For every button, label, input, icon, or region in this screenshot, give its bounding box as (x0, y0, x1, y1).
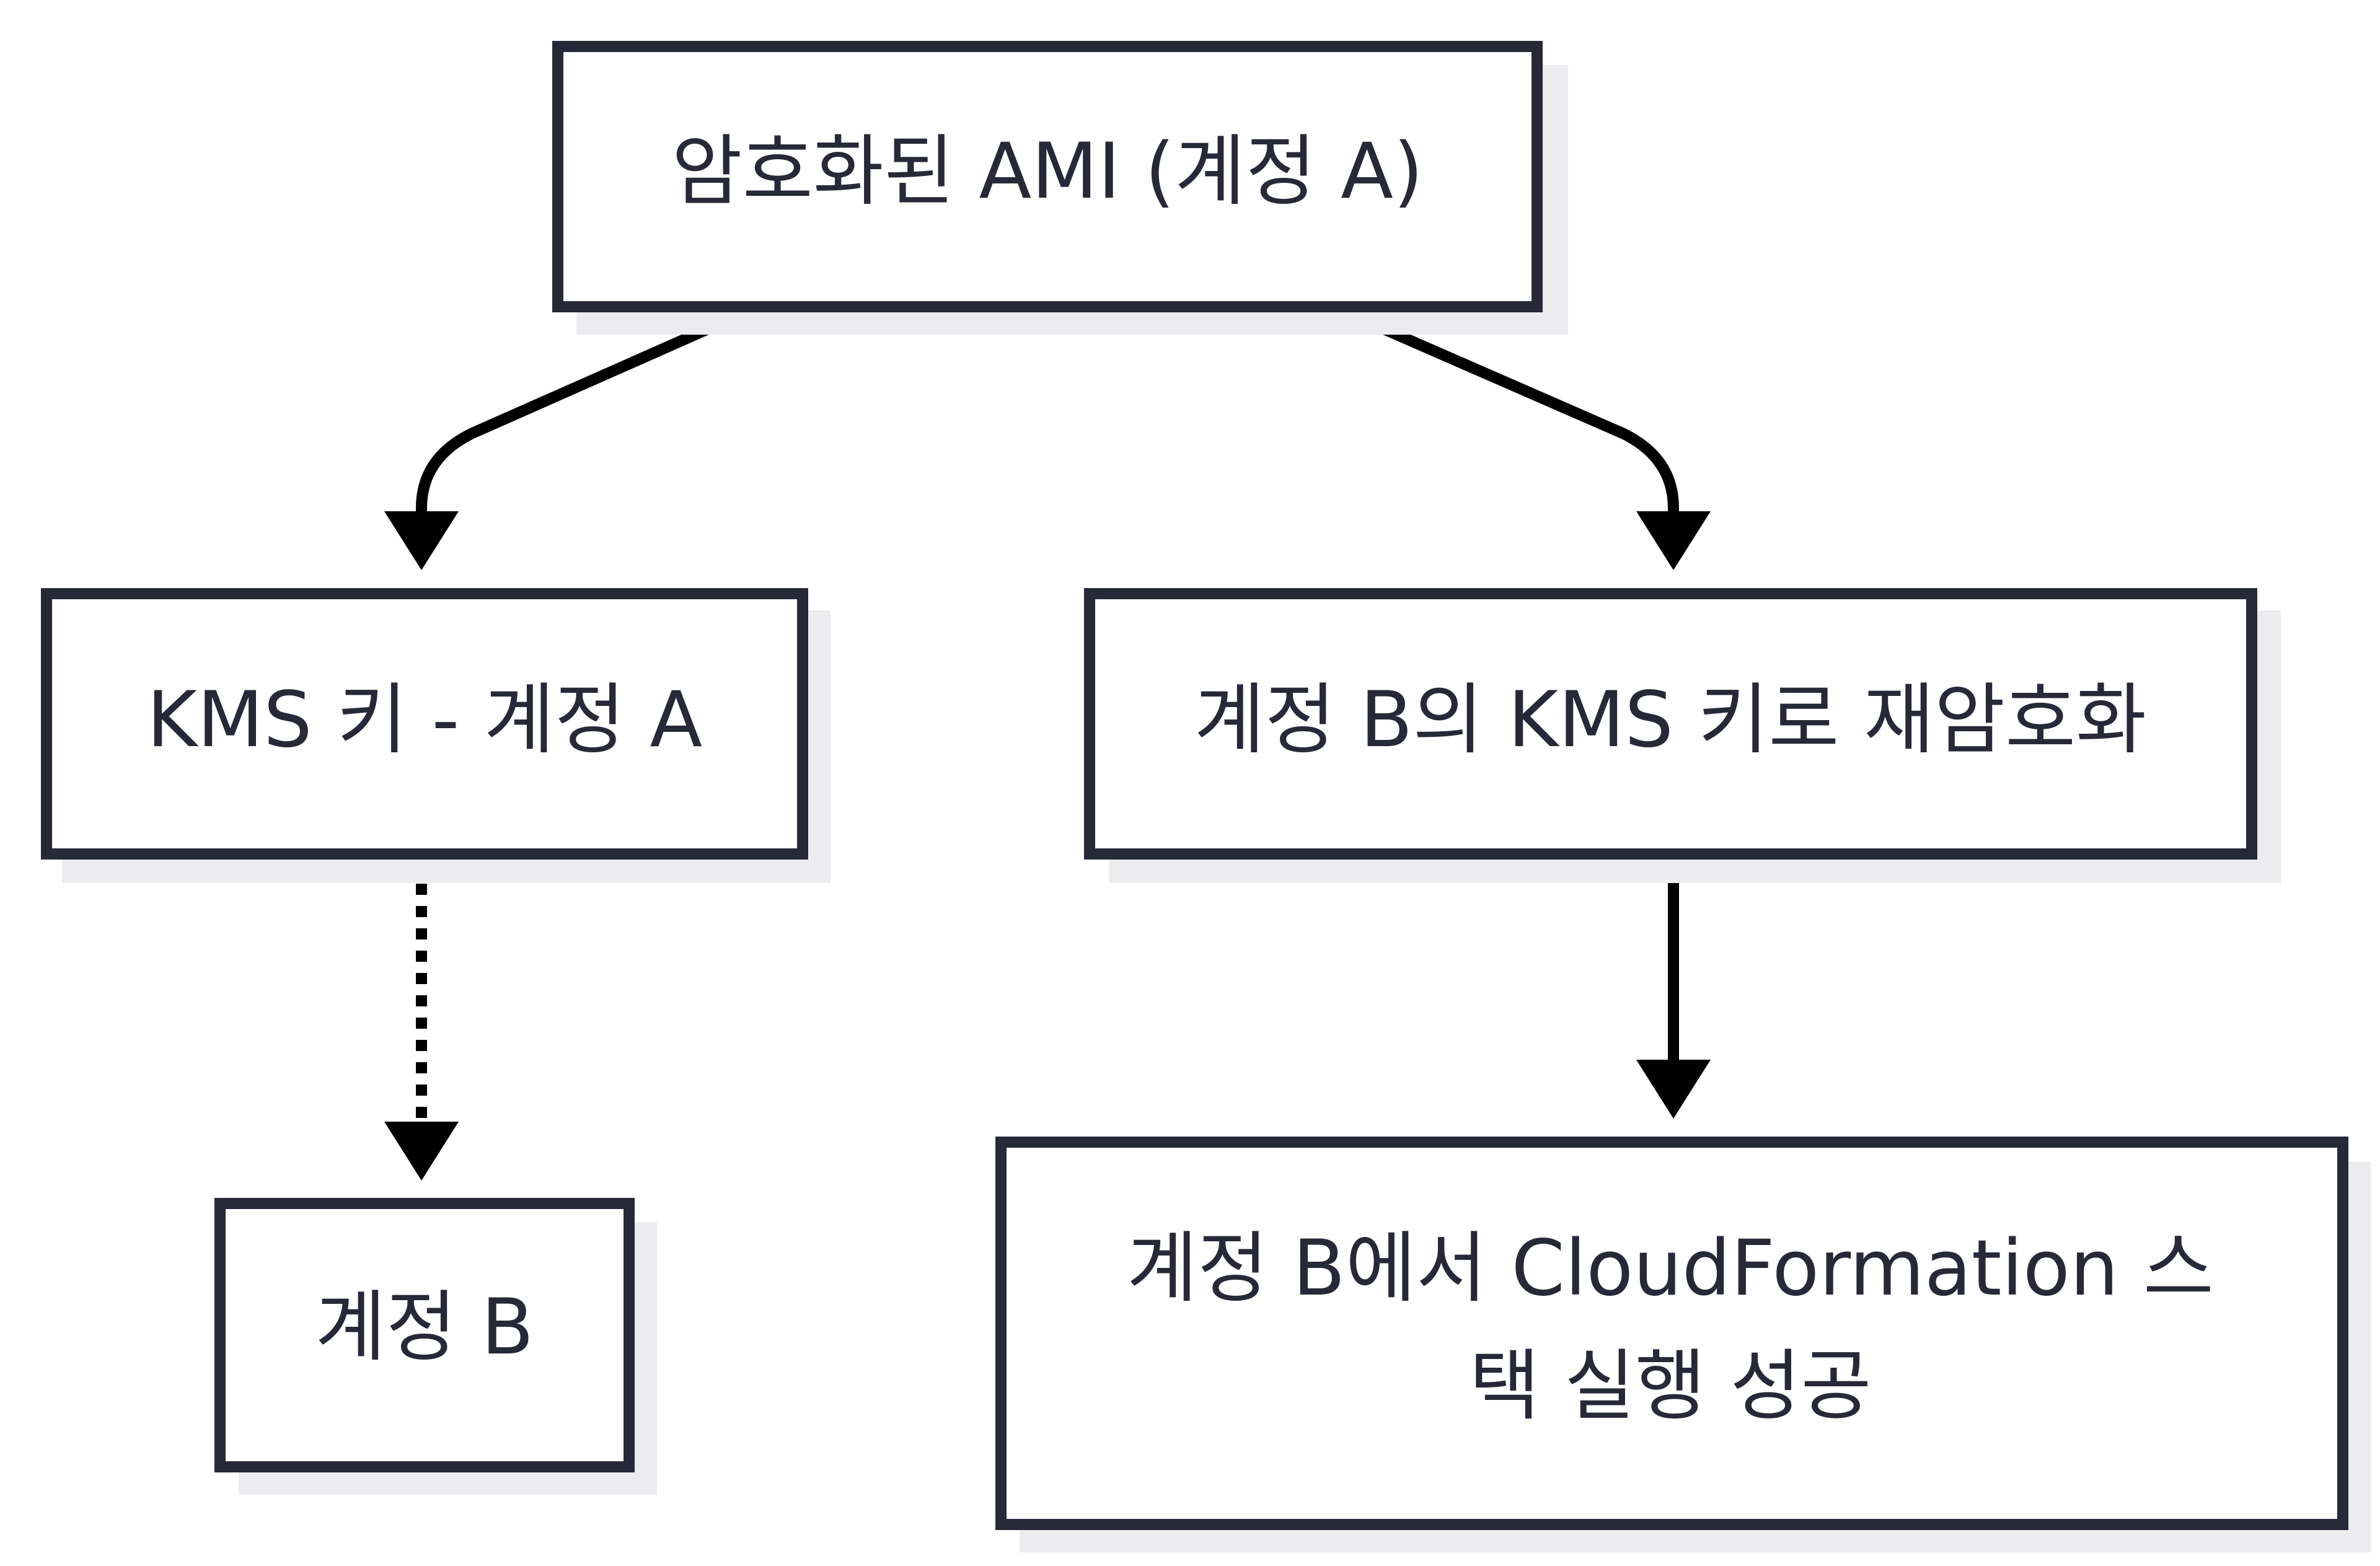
node-label-account-b: 계정 B (315, 1283, 534, 1372)
node-label-kms-key-a: KMS 키 - 계정 A (147, 675, 703, 765)
node-box (41, 588, 808, 860)
node-kms-key-a: KMS 키 - 계정 A (41, 588, 831, 883)
arrow-head-account-b (384, 1122, 459, 1181)
node-box (552, 41, 1543, 312)
arrow-head-reencrypt-b (1636, 511, 1711, 570)
node-box (995, 1137, 2348, 1530)
arrow-head-cfn-success (1636, 1060, 1711, 1119)
node-box (1084, 588, 2257, 860)
node-label-encrypted-ami: 암호화된 AMI (계정 A) (672, 127, 1424, 216)
edges (384, 304, 1711, 1181)
edge-ami-to-reencrypt-b (1338, 304, 1679, 527)
node-account-b: 계정 B (214, 1198, 657, 1495)
node-reencrypt-b: 계정 B의 KMS 키로 재암호화 (1084, 588, 2281, 883)
node-label-reencrypt-b: 계정 B의 KMS 키로 재암호화 (1194, 675, 2146, 765)
node-encrypted-ami: 암호화된 AMI (계정 A) (552, 41, 1568, 335)
node-box (214, 1198, 635, 1472)
arrow-head-kms-key-a (384, 511, 459, 570)
node-label-cfn-success-line1: 계정 B에서 CloudFormation 스 (1127, 1224, 2214, 1313)
node-cfn-success: 계정 B에서 CloudFormation 스 택 실행 성공 (995, 1137, 2371, 1552)
node-label-cfn-success-line2: 택 실행 성공 (1469, 1342, 1871, 1431)
edge-ami-to-kms-key-a (416, 304, 754, 527)
